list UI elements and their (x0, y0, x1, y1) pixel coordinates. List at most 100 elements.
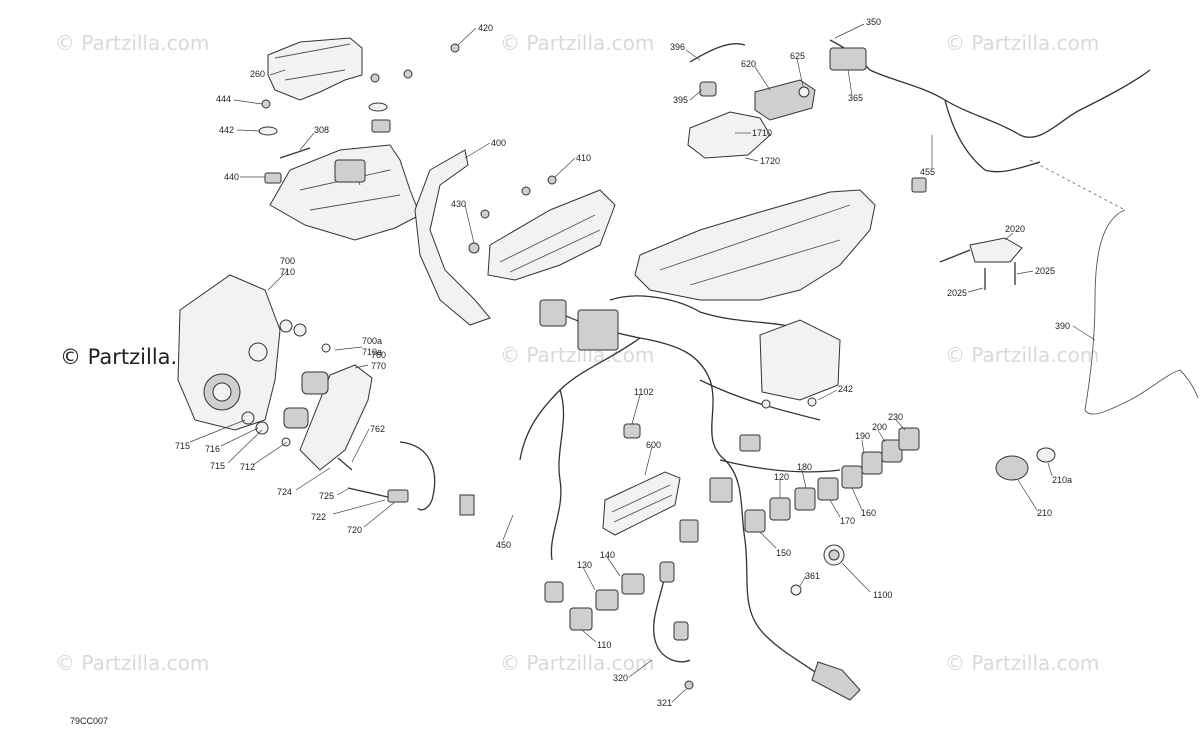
sub-harness-part (653, 574, 691, 663)
spring-part (337, 457, 353, 471)
connector-part (739, 434, 761, 452)
connector-part (659, 561, 675, 583)
label-1100: 1100 (873, 590, 892, 600)
bracket-part (759, 319, 841, 401)
watermark: © Partzilla.com (55, 651, 209, 675)
sensor-part (969, 237, 1023, 263)
label-361: 361 (805, 571, 820, 581)
housing-part (177, 274, 281, 431)
watermark: © Partzilla.com (945, 31, 1099, 55)
label-712: 712 (240, 462, 255, 472)
switch-part (794, 487, 816, 511)
label-180: 180 (797, 462, 812, 472)
bolt-part (279, 147, 311, 159)
label-1710: 1710 (752, 128, 772, 138)
main-wire-harness (519, 295, 841, 691)
watermark: © Partzilla.com (500, 31, 654, 55)
label-620: 620 (741, 59, 756, 69)
mount-bracket-part (687, 111, 771, 159)
mount-plate-part (299, 364, 373, 471)
label-720: 720 (347, 525, 362, 535)
label-430: 430 (451, 199, 466, 209)
label-762: 762 (370, 424, 385, 434)
label-455: 455 (920, 167, 935, 177)
actuator-part (301, 371, 329, 395)
label-2020: 2020 (1005, 224, 1025, 234)
leader-lines (189, 23, 1096, 703)
grommet-parts (241, 319, 331, 447)
label-760: 760 (371, 350, 386, 360)
label-700: 700 (280, 256, 295, 266)
part-labels: 260 444 442 308 440 420 400 410 430 396 … (175, 17, 1072, 708)
plug-part (623, 423, 641, 439)
ignition-part (995, 455, 1029, 481)
wire-harness-left (399, 441, 436, 511)
label-230: 230 (888, 412, 903, 422)
label-716: 716 (205, 444, 220, 454)
label-1102: 1102 (634, 387, 653, 397)
label-725: 725 (319, 491, 334, 501)
label-724: 724 (277, 487, 292, 497)
connector-end-part (811, 661, 861, 701)
switch-part (595, 589, 619, 611)
nut-part (371, 119, 391, 133)
label-260: 260 (250, 69, 265, 79)
screw-part (684, 680, 694, 690)
drawing-layer (177, 37, 1199, 701)
label-700a: 700a (362, 336, 382, 346)
switch-part (621, 573, 645, 595)
long-support-part (414, 149, 491, 326)
label-120: 120 (774, 472, 789, 482)
label-170: 170 (840, 516, 855, 526)
label-715b: 715 (210, 461, 225, 471)
label-400: 400 (491, 138, 506, 148)
switch-row (744, 427, 920, 533)
watermark: © Partzilla.com (945, 343, 1099, 367)
screw-part (347, 487, 393, 499)
switch-part (744, 509, 766, 533)
switch-part (861, 451, 883, 475)
washer-part (368, 102, 388, 112)
watermark: © Partzilla.com (55, 31, 209, 55)
label-625: 625 (790, 51, 805, 61)
label-710a: 710a (362, 347, 382, 357)
relay-part (829, 47, 867, 71)
label-410: 410 (576, 153, 591, 163)
label-140: 140 (600, 550, 615, 560)
upper-harness-part (829, 39, 1151, 173)
label-450: 450 (496, 540, 511, 550)
label-444: 444 (216, 94, 231, 104)
label-2025a: 2025 (1035, 266, 1055, 276)
connector-part (673, 621, 689, 641)
connector-part (911, 177, 927, 193)
label-160: 160 (861, 508, 876, 518)
label-770: 770 (371, 361, 386, 371)
switch-part (817, 477, 839, 501)
instrument-cluster-part (602, 471, 681, 536)
watermark: © Partzilla.com (945, 651, 1099, 675)
label-321: 321 (657, 698, 672, 708)
label-308: 308 (314, 125, 329, 135)
label-150: 150 (776, 548, 791, 558)
actuator-part (283, 407, 309, 429)
knob-part (248, 342, 268, 362)
label-210: 210 (1037, 508, 1052, 518)
label-395: 395 (673, 95, 688, 105)
label-2025b: 2025 (947, 288, 967, 298)
switch-part (841, 465, 863, 489)
connector-part (539, 299, 567, 327)
label-396: 396 (670, 42, 685, 52)
washer-part (258, 126, 278, 136)
switch-part (881, 439, 903, 463)
bracket-tray-part (269, 144, 421, 241)
label-190: 190 (855, 431, 870, 441)
label-442: 442 (219, 125, 234, 135)
label-1720: 1720 (760, 156, 780, 166)
connector-part (699, 81, 717, 97)
label-320: 320 (613, 673, 628, 683)
cap-part (790, 584, 802, 596)
label-420: 420 (478, 23, 493, 33)
switch-part (898, 427, 920, 451)
label-242: 242 (838, 384, 853, 394)
connector-part (679, 519, 699, 543)
